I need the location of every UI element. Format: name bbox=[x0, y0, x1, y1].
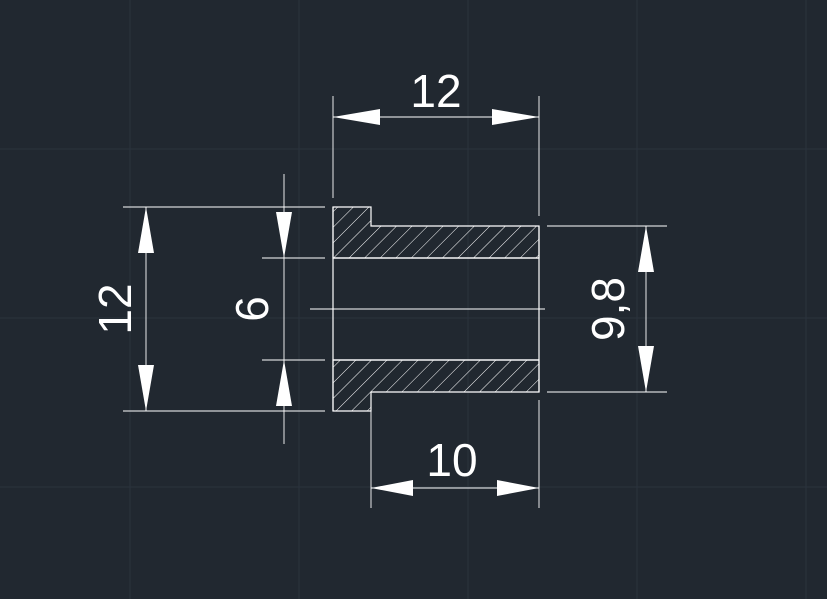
dimension-right-diameter[interactable]: 9,8 bbox=[547, 225, 667, 393]
dimension-text-bore: 6 bbox=[226, 296, 278, 322]
arrowhead-bore-top bbox=[276, 212, 292, 258]
dimension-text-left-height: 12 bbox=[89, 283, 141, 334]
upper-hatched-section[interactable] bbox=[332, 206, 540, 259]
dimension-left-height[interactable]: 12 bbox=[89, 206, 325, 412]
dimension-top-width[interactable]: 12 bbox=[332, 65, 540, 216]
lower-hatched-section[interactable] bbox=[332, 359, 540, 412]
dimension-text-top-width: 12 bbox=[410, 65, 461, 117]
arrowhead-left-top bbox=[138, 207, 154, 253]
arrowhead-left-bottom bbox=[138, 365, 154, 411]
arrowhead-top-right bbox=[492, 109, 539, 125]
dimension-text-bottom-width: 10 bbox=[426, 434, 477, 486]
arrowhead-bore-bottom bbox=[276, 360, 292, 406]
arrowhead-bottom-right bbox=[497, 480, 539, 496]
arrowhead-right-top bbox=[638, 226, 654, 272]
dimension-bore[interactable]: 6 bbox=[226, 174, 325, 444]
arrowhead-top-left bbox=[333, 109, 380, 125]
dimension-text-right-diameter: 9,8 bbox=[582, 277, 634, 341]
arrowhead-right-bottom bbox=[638, 346, 654, 392]
dimension-bottom-width[interactable]: 10 bbox=[370, 400, 540, 508]
arrowhead-bottom-left bbox=[371, 480, 413, 496]
part-section[interactable] bbox=[310, 206, 545, 412]
